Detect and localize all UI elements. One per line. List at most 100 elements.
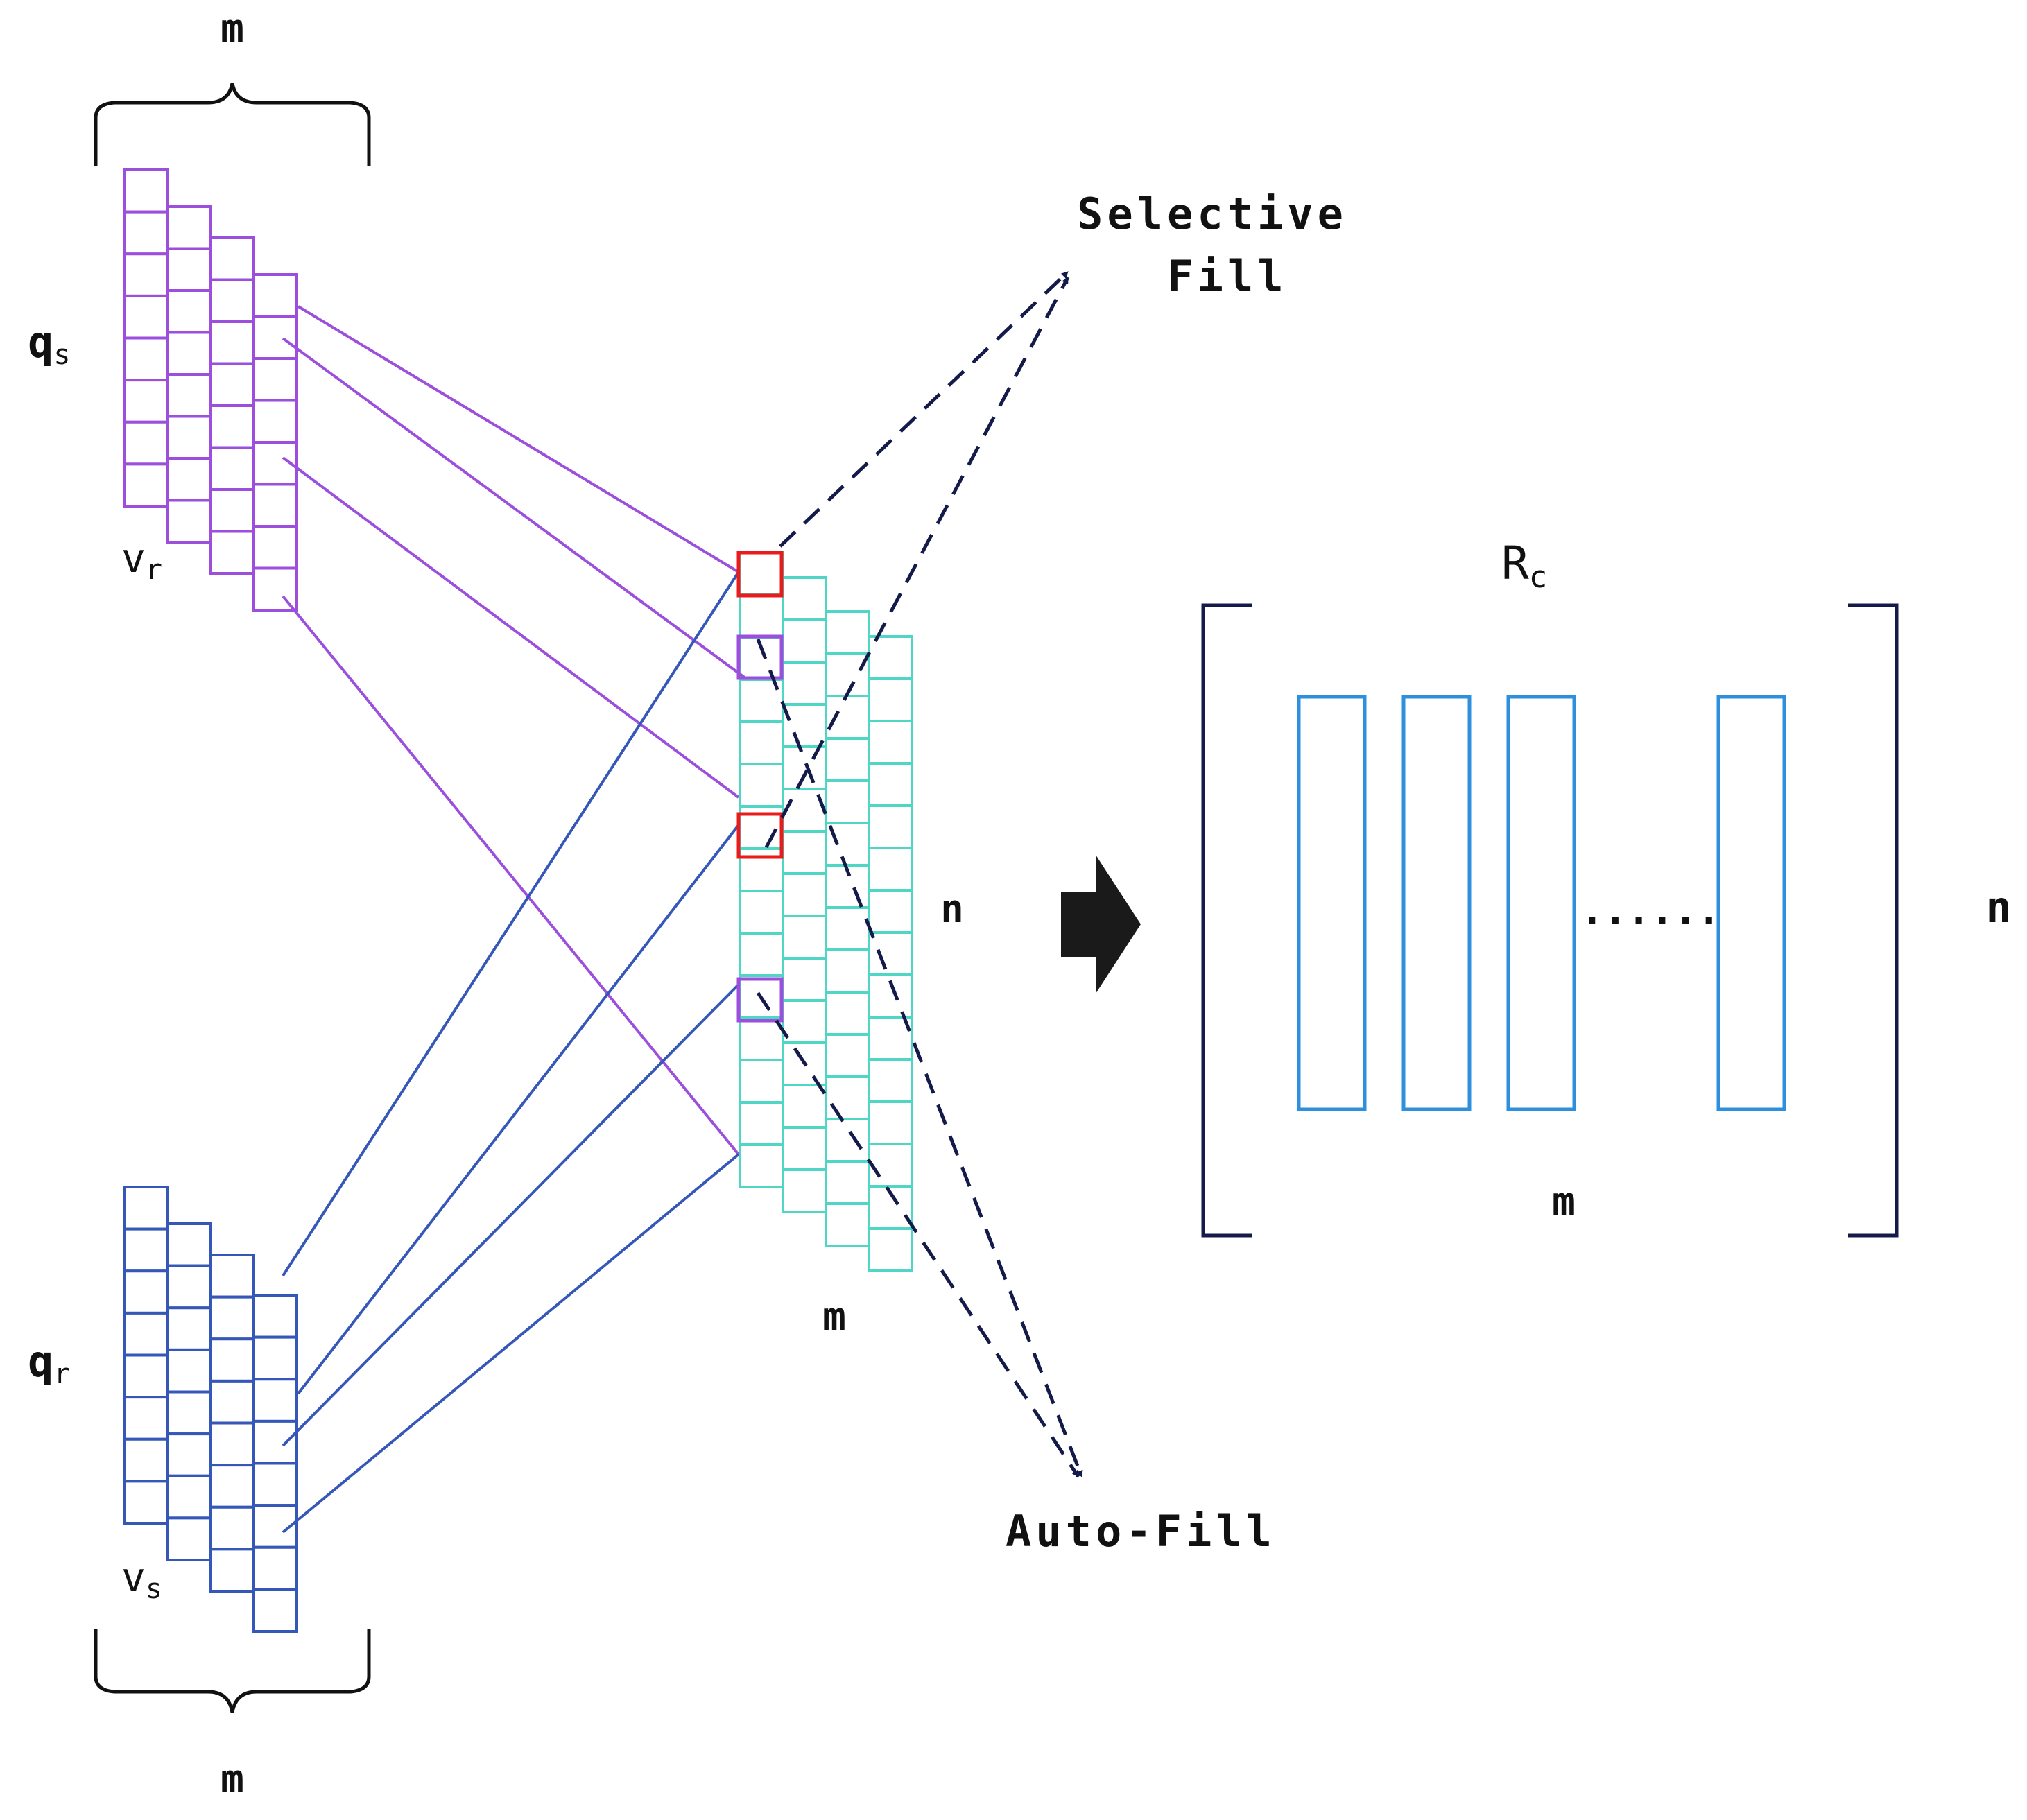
relation-grid-cell (123, 1437, 169, 1483)
combined-grid-cell (825, 1075, 870, 1120)
semantic-grid-cell (209, 488, 255, 533)
top-brace (94, 83, 371, 166)
combined-grid-cell (739, 890, 784, 935)
relation-grid-cell (166, 1264, 212, 1310)
combined-grid-cell (868, 889, 913, 934)
connector-blue-2 (297, 824, 740, 1395)
combined-grid-cell (825, 737, 870, 782)
combined-grid-cell (825, 1118, 870, 1163)
combined-grid-cell (782, 957, 827, 1002)
m-matrix-label: m (1552, 1179, 1576, 1224)
semantic-grid-cell (252, 315, 298, 360)
highlight-cell-purple-1 (736, 634, 784, 680)
matrix-right-bracket (1848, 603, 1899, 1238)
combined-grid-cell (782, 745, 827, 790)
combined-grid-cell (739, 847, 784, 892)
combined-grid-cell (825, 906, 870, 951)
matrix-left-bracket (1201, 603, 1252, 1238)
relation-grid-cell (123, 1311, 169, 1357)
combined-grid-cell (782, 872, 827, 917)
relation-grid-cell (166, 1348, 212, 1394)
relation-grid-cell (209, 1337, 255, 1383)
auto-fill-arrow-1 (756, 639, 1084, 1477)
semantic-grid-cell (166, 457, 212, 502)
connector-purple-1 (297, 305, 740, 573)
combined-grid-cell (782, 1084, 827, 1129)
relation-grid-cell (166, 1222, 212, 1267)
semantic-grid-cell (123, 462, 169, 508)
connector-blue-1 (282, 571, 740, 1277)
combined-grid-cell (868, 804, 913, 849)
combined-grid-cell (825, 948, 870, 994)
m-top-label: m (221, 6, 244, 51)
combined-grid-cell (739, 720, 784, 765)
relation-grid-cell (209, 1379, 255, 1425)
combined-grid-cell (825, 1202, 870, 1247)
relation-grid-cell (166, 1432, 212, 1477)
matrix-column-2 (1401, 695, 1472, 1111)
semantic-grid-cell (166, 499, 212, 544)
dashed-arrows (756, 270, 1084, 1478)
matrix-column-last (1716, 695, 1786, 1111)
combined-grid-cell (868, 635, 913, 680)
relation-grid-cell (252, 1378, 298, 1423)
v-r-label: vr (121, 535, 162, 586)
combined-grid-cell (868, 1227, 913, 1272)
combined-grid-cell (868, 931, 913, 976)
relation-grid-cell (166, 1306, 212, 1351)
semantic-grid-cell (166, 373, 212, 418)
relation-grid-cell (123, 1353, 169, 1399)
semantic-grid-cell (252, 566, 298, 612)
combined-grid-cell (825, 652, 870, 697)
combined-grid-cell (782, 1168, 827, 1213)
query-semantic-grid (123, 168, 298, 612)
combined-grid-cell (825, 779, 870, 824)
combined-grid-cell (825, 695, 870, 740)
query-relation-grid (123, 1186, 298, 1633)
combined-grid-cell (825, 1033, 870, 1078)
semantic-grid-cell (123, 379, 169, 424)
relation-grid-cell (166, 1516, 212, 1561)
semantic-grid-cell (123, 168, 169, 214)
relation-grid-cell (252, 1335, 298, 1381)
purple-connectors (282, 305, 747, 1156)
selective-fill-arrow-2 (764, 276, 1070, 849)
semantic-grid-cell (209, 404, 255, 449)
combined-grid-cell (868, 1058, 913, 1103)
combined-grid-cell (868, 1143, 913, 1188)
relation-grid-cell (209, 1254, 255, 1299)
semantic-grid-cell (252, 483, 298, 528)
combined-grid-cell (739, 593, 784, 639)
semantic-grid-cell (123, 336, 169, 382)
r-c-label: Rc (1501, 537, 1547, 595)
relation-grid-cell (123, 1186, 169, 1231)
selective-fill-label-line2: Fill (1167, 251, 1287, 302)
v-s-label: vs (121, 1554, 162, 1605)
semantic-grid-cell (252, 273, 298, 318)
combined-grid-cell (782, 661, 827, 706)
highlight-cell-red-1 (736, 551, 784, 598)
connector-blue-4 (282, 1153, 740, 1534)
combined-grid-cell (782, 915, 827, 960)
relation-grid-cell (123, 1227, 169, 1273)
semantic-grid-cell (209, 278, 255, 323)
combined-grid-cell (739, 1143, 784, 1188)
n-right-label: n (1985, 882, 2011, 933)
relation-grid-cell (123, 1480, 169, 1525)
combined-grid (739, 551, 913, 1272)
right-arrow-icon (1061, 855, 1141, 994)
selective-fill-label-line1: Selective (1077, 189, 1347, 239)
blue-connectors (282, 571, 740, 1534)
n-center-label: n (940, 887, 964, 932)
semantic-grid-cell (209, 236, 255, 281)
combined-grid-cell (868, 847, 913, 892)
relation-grid-cell (252, 1294, 298, 1339)
semantic-grid-cell (123, 294, 169, 340)
semantic-grid-cell (252, 399, 298, 444)
matrix-columns (1297, 695, 1786, 1111)
selective-fill-arrow-1 (779, 270, 1069, 548)
relation-grid-cell (209, 1421, 255, 1467)
semantic-grid-cell (166, 205, 212, 250)
combined-grid-cell (739, 763, 784, 808)
